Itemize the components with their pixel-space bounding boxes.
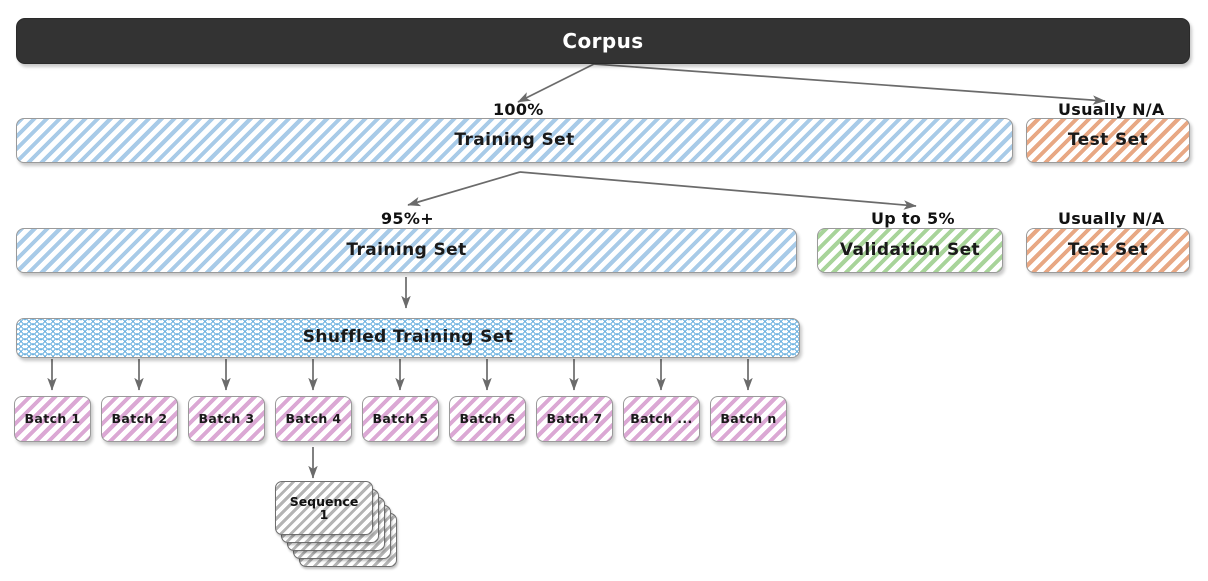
shuffled-training-set-label: Shuffled Training Set xyxy=(302,327,514,348)
batch-label-8: Batch ... xyxy=(630,411,693,427)
corpus-label: Corpus xyxy=(562,28,644,53)
batch-label-6: Batch 6 xyxy=(459,411,516,427)
batch-label-4: Batch 4 xyxy=(285,411,342,427)
training-set-label-row2: Training Set xyxy=(346,239,467,260)
batch-label-2: Batch 2 xyxy=(111,411,168,427)
test-set-label-row1: Test Set xyxy=(1067,129,1149,150)
arrow-training-to-training xyxy=(407,171,521,207)
batch-label-5: Batch 5 xyxy=(372,411,429,427)
batch-node-2[interactable]: Batch 2 xyxy=(101,396,178,442)
batch-label-3: Batch 3 xyxy=(198,411,255,427)
test-set-node-row2[interactable]: Test Set xyxy=(1026,228,1190,273)
batch-node-3[interactable]: Batch 3 xyxy=(188,396,265,442)
batch-node-1[interactable]: Batch 1 xyxy=(14,396,91,442)
batch-label-1: Batch 1 xyxy=(24,411,81,427)
caption-95-percent: 95%+ xyxy=(381,209,434,228)
batch-node-8[interactable]: Batch ... xyxy=(623,396,700,442)
batch-node-7[interactable]: Batch 7 xyxy=(536,396,613,442)
batch-label-9: Batch n xyxy=(720,411,777,427)
training-set-node-row1[interactable]: Training Set xyxy=(16,118,1013,163)
corpus-node[interactable]: Corpus xyxy=(16,18,1190,64)
sequence-card-front[interactable]: Sequence 1 xyxy=(275,481,373,535)
caption-100-percent: 100% xyxy=(493,100,544,119)
batch-node-4[interactable]: Batch 4 xyxy=(275,396,352,442)
training-set-node-row2[interactable]: Training Set xyxy=(16,228,797,273)
test-set-label-row2: Test Set xyxy=(1067,239,1149,260)
batch-label-7: Batch 7 xyxy=(546,411,603,427)
batch-node-9[interactable]: Batch n xyxy=(710,396,787,442)
arrow-corpus-to-test xyxy=(593,63,1106,105)
batch-node-5[interactable]: Batch 5 xyxy=(362,396,439,442)
caption-usually-na-row2: Usually N/A xyxy=(1058,209,1165,228)
caption-usually-na-row1: Usually N/A xyxy=(1058,100,1165,119)
sequence-label: Sequence 1 xyxy=(289,493,359,522)
validation-set-label: Validation Set xyxy=(839,239,981,260)
arrow-training-to-validation xyxy=(519,171,917,210)
caption-up-to-5-percent: Up to 5% xyxy=(871,209,955,228)
shuffled-training-set-node[interactable]: Shuffled Training Set xyxy=(16,318,800,358)
arrow-corpus-to-training xyxy=(517,63,595,103)
training-set-label-row1: Training Set xyxy=(454,129,575,150)
test-set-node-row1[interactable]: Test Set xyxy=(1026,118,1190,163)
validation-set-node[interactable]: Validation Set xyxy=(817,228,1003,273)
batch-node-6[interactable]: Batch 6 xyxy=(449,396,526,442)
